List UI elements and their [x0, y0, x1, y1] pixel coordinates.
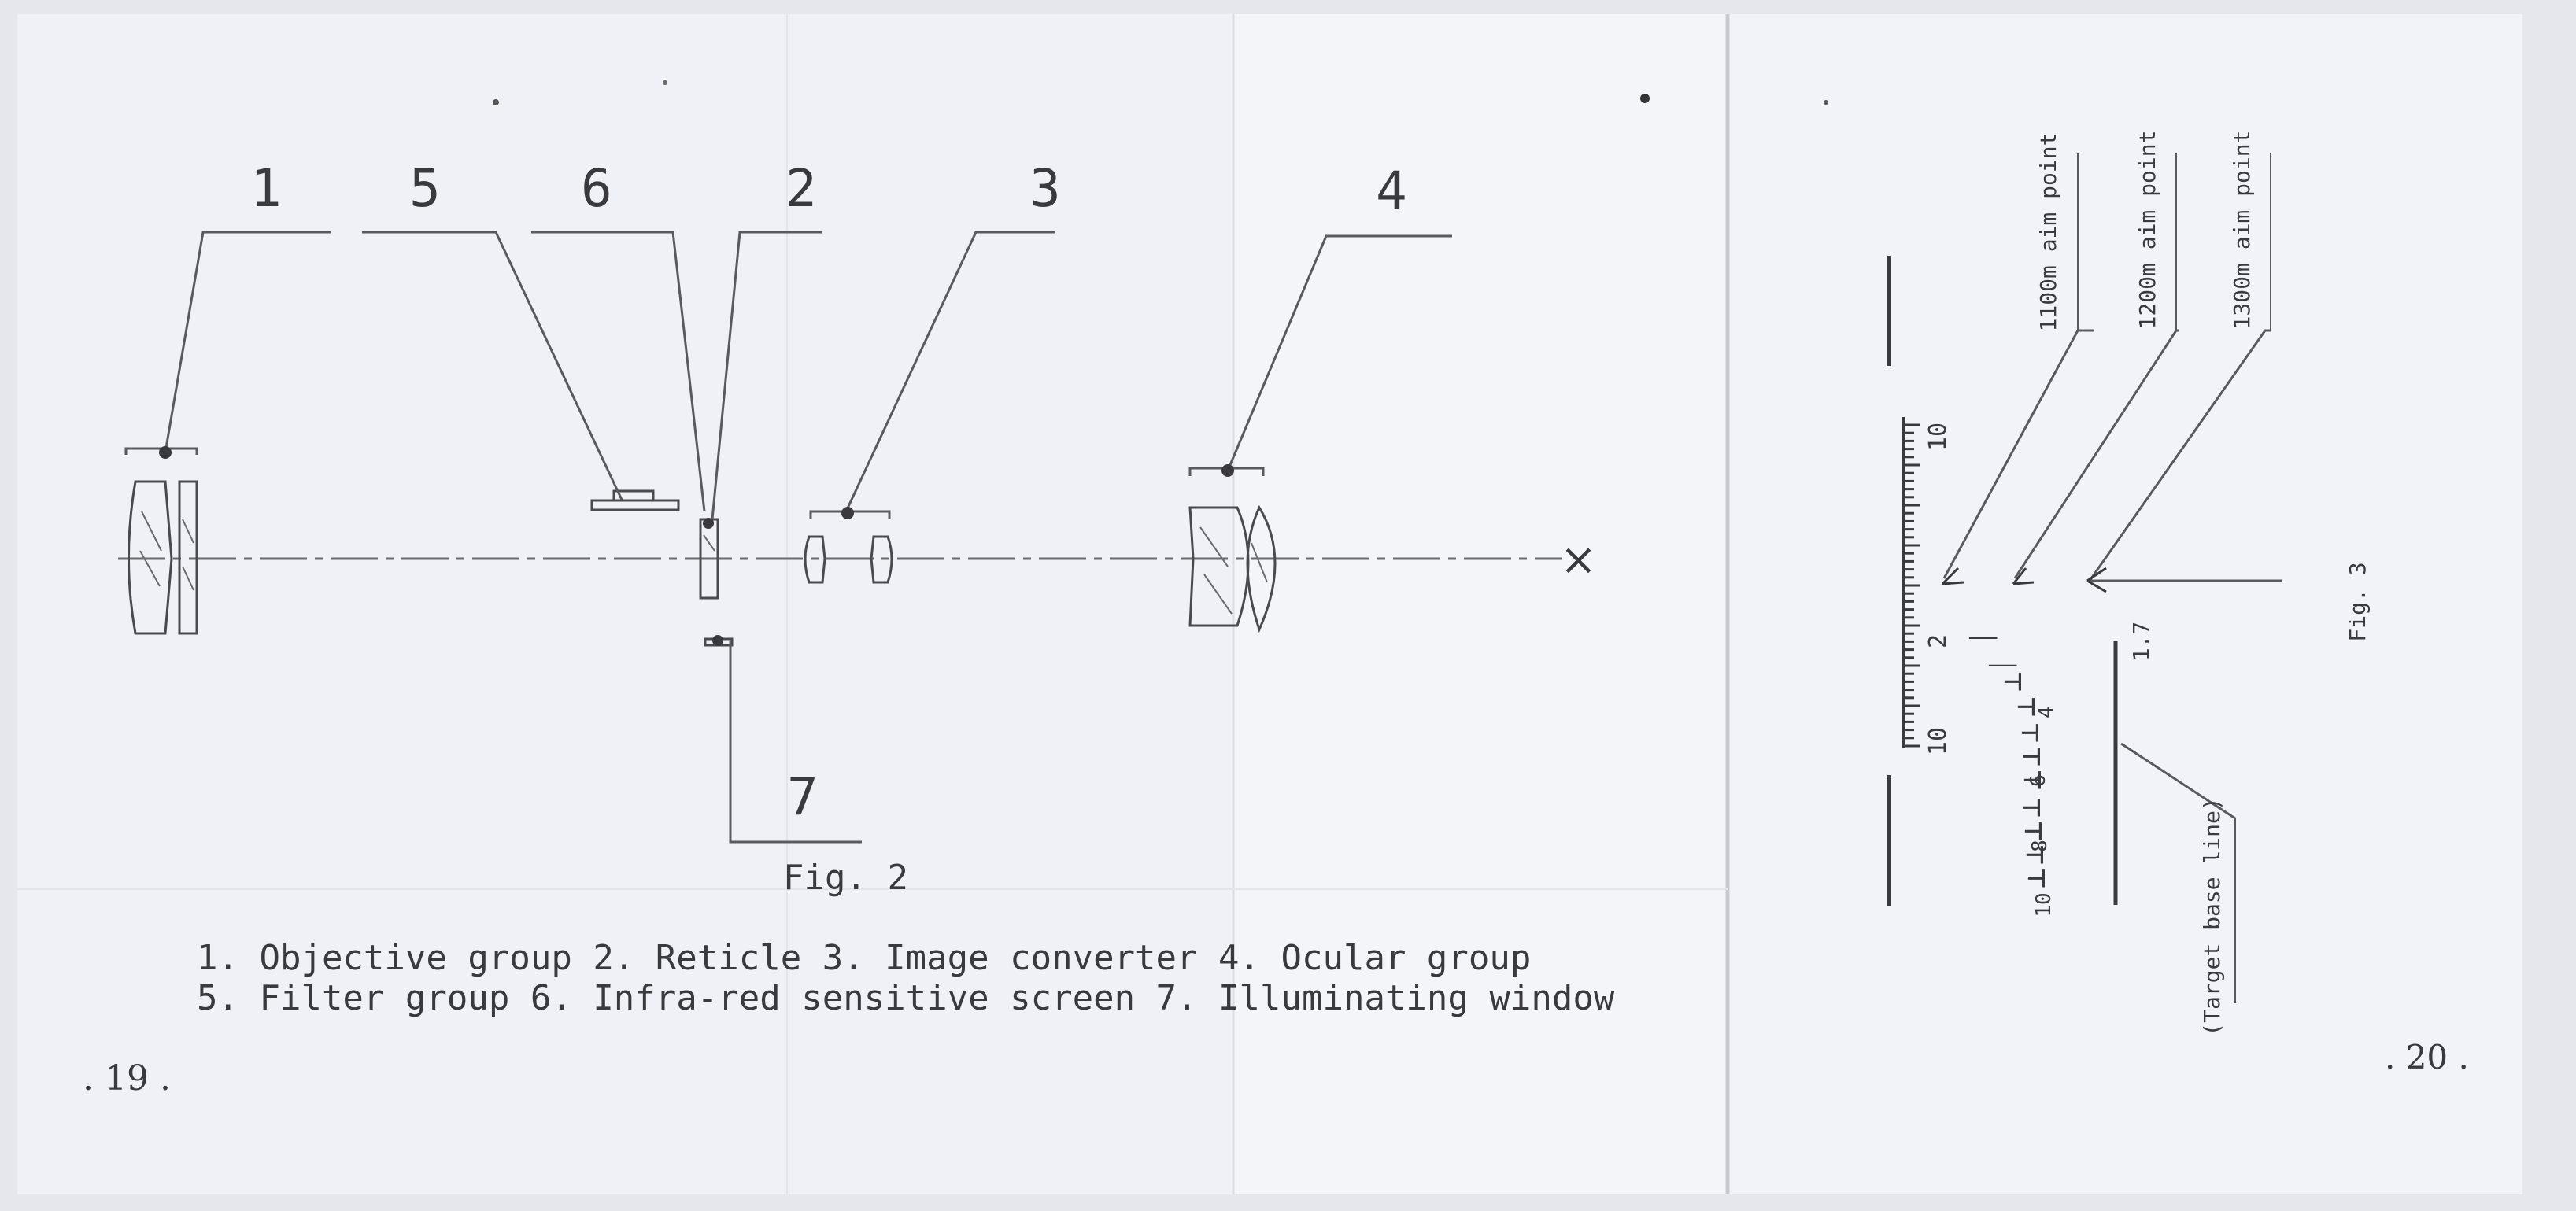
range-mark-4: 4 [2035, 706, 2058, 718]
stadia-mark: ⊥ [2020, 821, 2048, 842]
stadia-mark: ⊥ [2017, 722, 2045, 744]
fig3-caption: Fig. 3 [2345, 562, 2371, 641]
objective-group-lenses [128, 480, 198, 635]
leader-dot [1221, 464, 1234, 477]
leader-5 [362, 231, 623, 500]
leader-dot [703, 518, 714, 529]
fig3-reticle-diagram: 10 2 10 1100m aim point 1200m aim point … [1887, 131, 2282, 1036]
base-value-label: 1.7 [2128, 622, 2154, 662]
callout-1: 1 [250, 158, 282, 219]
page-left-paper [17, 14, 1233, 1194]
fig2-legend-line-2: 5. Filter group 6. Infra-red sensitive s… [197, 978, 1615, 1018]
scale-bottom-label: 10 [1924, 727, 1952, 755]
callout-4: 4 [1376, 161, 1407, 221]
stadia-mark: ⊥ [2019, 797, 2046, 818]
focal-point-mark: × [1560, 534, 1597, 585]
callout-2: 2 [785, 158, 817, 219]
rangefinder-marks: ││⊥⊥⊥⊥⊥⊥⊥⊥⊥ [1968, 631, 2051, 889]
leader-2 [711, 231, 822, 520]
paper-speck [663, 80, 667, 85]
arrowhead [2012, 567, 2035, 585]
leader-3 [844, 231, 1055, 512]
fig2-legend-line-1: 1. Objective group 2. Reticle 3. Image c… [197, 938, 1531, 978]
stadia-mark: ⊥ [2013, 696, 2041, 718]
callout-5: 5 [409, 158, 441, 219]
callout-6: 6 [581, 158, 612, 219]
fig2-caption: Fig. 2 [783, 858, 908, 898]
aim-label-1300m: 1300m aim point [2229, 131, 2255, 330]
stadia-mark: ⊥ [2000, 671, 2027, 692]
leader-4 [1226, 234, 1452, 471]
range-mark-8: 8 [2028, 840, 2052, 852]
leader-6 [531, 231, 706, 512]
leader-dot [712, 635, 723, 646]
leader-dot [841, 507, 854, 519]
stadia-mark: ⊥ [2020, 770, 2047, 791]
aim-label-1200m: 1200m aim point [2134, 131, 2160, 330]
stadia-mark: │ [1988, 659, 2017, 673]
ocular-group-lenses [1188, 504, 1277, 633]
range-mark-6: 6 [2027, 774, 2050, 787]
leader-7 [729, 641, 862, 844]
page-fold-panel [1233, 14, 1728, 1194]
scale-mid-label: 2 [1924, 634, 1952, 648]
leader-dot [159, 446, 172, 459]
stadia-mark: ⊥ [2019, 746, 2046, 767]
aim-arrow-1200m [2013, 329, 2179, 579]
scale-top-label: 10 [1924, 423, 1952, 451]
leader-1 [164, 231, 331, 453]
page-number-left: . 19 . [83, 1058, 171, 1098]
range-mark-10: 10 [2032, 892, 2056, 917]
stadia-mark: ⊥ [2023, 868, 2051, 889]
base-leader [2120, 742, 2236, 820]
callout-7: 7 [787, 766, 819, 827]
page-number-right: . 20 . [2385, 1038, 2469, 1076]
arrowhead [1941, 567, 1964, 585]
target-base-line-label: (Target base line) [2199, 797, 2225, 1036]
stadia-mark: │ [1968, 631, 1998, 645]
aim-label-1100m: 1100m aim point [2035, 133, 2061, 332]
fig2-optical-schematic: × [118, 158, 1597, 844]
paper-speck [493, 99, 499, 105]
arrowhead [2086, 567, 2107, 593]
paper-speck [1640, 94, 1650, 103]
callout-3: 3 [1029, 158, 1061, 219]
stadia-mark: ⊥ [2022, 844, 2049, 866]
range-scale-ticks [1903, 423, 1920, 748]
paper-speck [1824, 100, 1828, 105]
image-converter-lenses [804, 535, 893, 584]
page-right-paper [1728, 14, 2522, 1194]
aim-arrow-1100m [1942, 329, 2094, 579]
aim-arrow-1300m [2088, 329, 2271, 582]
